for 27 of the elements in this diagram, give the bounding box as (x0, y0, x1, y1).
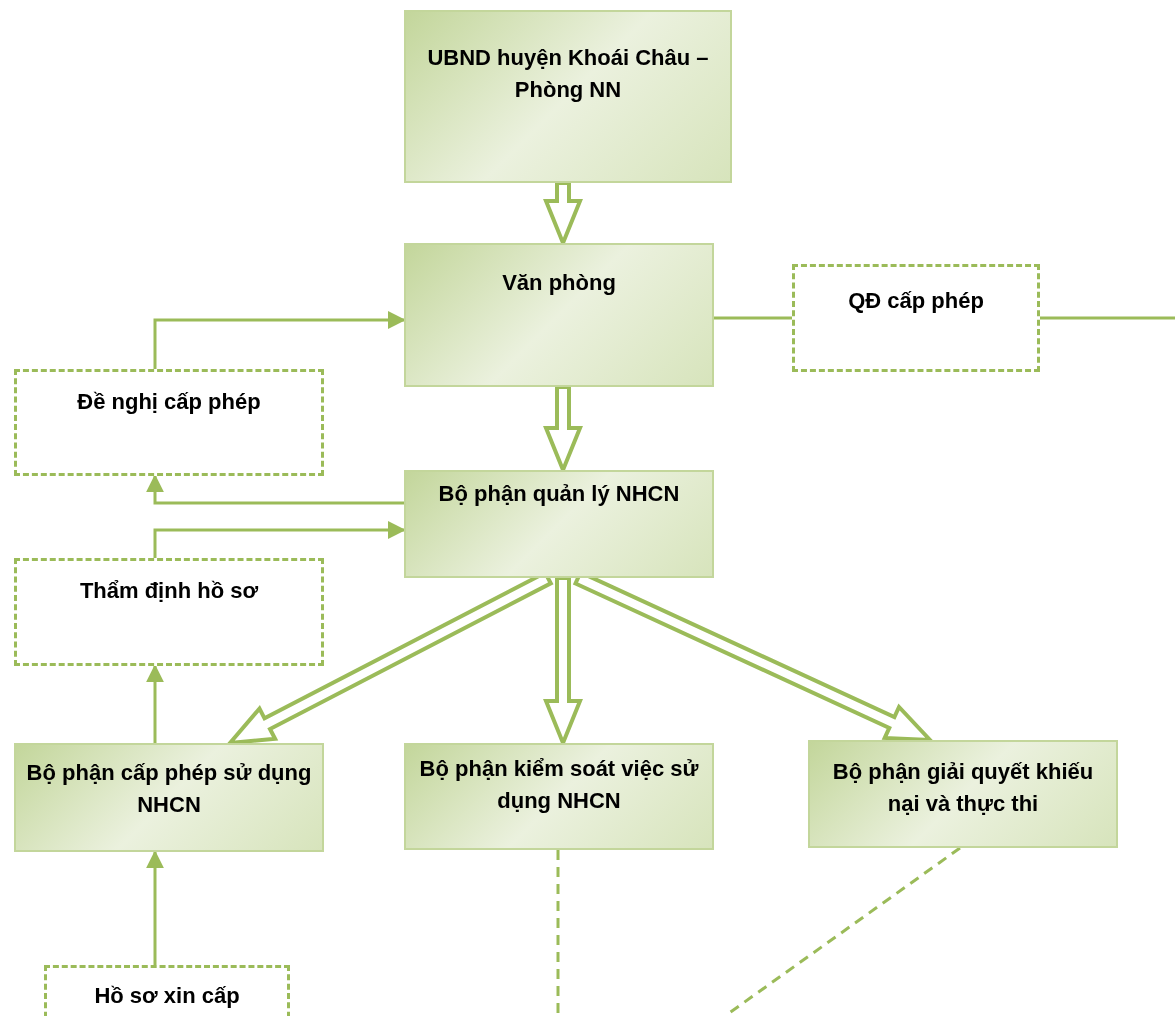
box-label: Bộ phận cấp phép sử dụng NHCN (25, 759, 313, 819)
arrow (146, 474, 404, 505)
process-box (404, 470, 714, 578)
dashed-box (14, 369, 324, 476)
arrow (146, 850, 164, 965)
dashed-box (14, 558, 324, 666)
process-box (404, 10, 732, 183)
box-label: Hồ sơ xin cấp (94, 982, 240, 1010)
arrow (153, 521, 406, 558)
box-label: Bộ phận giải quyết khiếu nại và thực thi (831, 758, 1095, 818)
box-label: UBND huyện Khoái Châu – Phòng NN (426, 44, 710, 104)
process-box (808, 740, 1118, 848)
arrow (146, 664, 164, 743)
dashed-box (792, 264, 1040, 372)
process-box (14, 743, 324, 852)
connector-line (714, 316, 792, 320)
box-label: QĐ cấp phép (848, 287, 984, 315)
connector-line (1040, 316, 1175, 320)
process-box (404, 743, 714, 850)
arrow (153, 311, 406, 369)
box-label: Đề nghị cấp phép (77, 388, 261, 416)
box-label: Thẩm định hồ sơ (79, 577, 259, 605)
box-label: Bộ phận kiểm soát việc sử dụng NHCN (418, 755, 700, 815)
box-label: Văn phòng (502, 269, 616, 297)
box-label: Bộ phận quản lý NHCN (438, 480, 680, 508)
process-box (404, 243, 714, 387)
dashed-line (556, 850, 560, 1016)
